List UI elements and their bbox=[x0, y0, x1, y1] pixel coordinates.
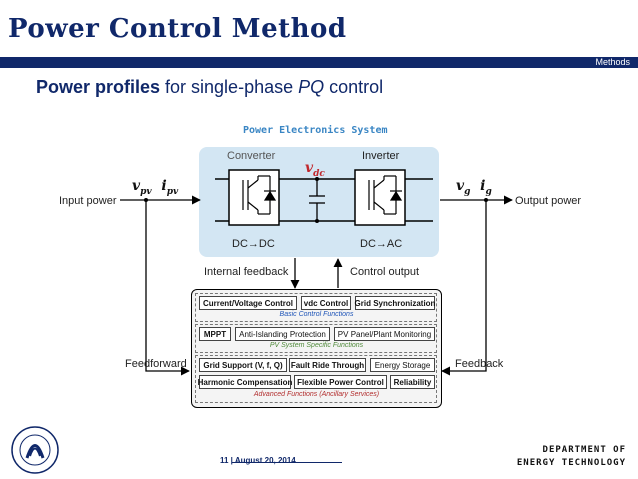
inverter-label: Inverter bbox=[362, 150, 400, 162]
feedforward-label: Feedforward bbox=[125, 358, 187, 370]
subtitle-pq: PQ bbox=[298, 77, 325, 97]
energy-storage-box: Energy Storage bbox=[370, 358, 435, 372]
vpv-ipv-label: vpv ipv bbox=[132, 178, 179, 197]
basic-functions-group bbox=[195, 293, 437, 322]
control-functions-panel: Current/Voltage Control vdc Control Grid… bbox=[191, 289, 442, 408]
slide-subtitle: Power profiles for single-phase PQ contr… bbox=[36, 77, 383, 98]
vg-ig-label: vg ig bbox=[456, 178, 492, 197]
slide-title: Power Control Method bbox=[8, 14, 347, 44]
power-electronics-title: Power Electronics System bbox=[243, 125, 388, 136]
pv-functions-group bbox=[195, 324, 437, 353]
pv-monitoring-box: PV Panel/Plant Monitoring bbox=[334, 327, 435, 341]
section-bar: Methods bbox=[0, 57, 638, 68]
node-dot bbox=[144, 198, 148, 202]
department-line-2: ENERGY TECHNOLOGY bbox=[516, 458, 626, 468]
vdc-label: vdc bbox=[305, 160, 325, 179]
pv-functions-label: PV System Specific Functions bbox=[269, 342, 364, 349]
subtitle-bold: Power profiles bbox=[36, 77, 161, 97]
igbt-symbol-dcac bbox=[368, 175, 403, 215]
advanced-functions-label: Advanced Functions (Ancillary Services) bbox=[253, 391, 380, 398]
dc-link-capacitor bbox=[309, 179, 325, 221]
flexible-power-control-box: Flexible Power Control bbox=[294, 375, 387, 389]
grid-support-box: Grid Support (V, f, Q) bbox=[199, 358, 287, 372]
input-power-label: Input power bbox=[59, 195, 117, 207]
basic-functions-label: Basic Control Functions bbox=[279, 311, 354, 318]
subtitle-mid: for single-phase bbox=[160, 77, 299, 97]
reliability-box: Reliability bbox=[390, 375, 435, 389]
internal-feedback-label: Internal feedback bbox=[204, 266, 289, 278]
footer-line bbox=[232, 462, 342, 463]
dcac-label: DC→AC bbox=[360, 238, 403, 250]
grid-sync-box: Grid Synchronization bbox=[355, 296, 435, 310]
vdc-control-box: vdc Control bbox=[301, 296, 351, 310]
node-dot bbox=[315, 219, 319, 223]
igbt-symbol-dcdc bbox=[242, 175, 277, 215]
converter-label: Converter bbox=[227, 150, 276, 162]
harmonic-compensation-box: Harmonic Compensation bbox=[198, 375, 292, 389]
mppt-box: MPPT bbox=[199, 327, 231, 341]
node-dot bbox=[484, 198, 488, 202]
department-line-1: DEPARTMENT OF bbox=[542, 445, 626, 455]
feedforward-path bbox=[145, 200, 190, 376]
current-voltage-control-box: Current/Voltage Control bbox=[199, 296, 297, 310]
anti-islanding-box: Anti-Islanding Protection bbox=[235, 327, 330, 341]
fault-ride-through-box: Fault Ride Through bbox=[289, 358, 366, 372]
subtitle-end: control bbox=[324, 77, 384, 97]
control-output-label: Control output bbox=[350, 266, 420, 278]
feedback-label: Feedback bbox=[455, 358, 504, 370]
advanced-functions-group bbox=[195, 355, 437, 403]
university-seal-icon bbox=[11, 426, 59, 474]
page-number-date: 11 | August 20, 2014 bbox=[220, 456, 296, 465]
dcdc-label: DC→DC bbox=[232, 238, 275, 250]
section-label: Methods bbox=[595, 57, 630, 67]
node-dot bbox=[315, 177, 319, 181]
output-power-label: Output power bbox=[515, 195, 582, 207]
feedback-path bbox=[441, 200, 487, 376]
